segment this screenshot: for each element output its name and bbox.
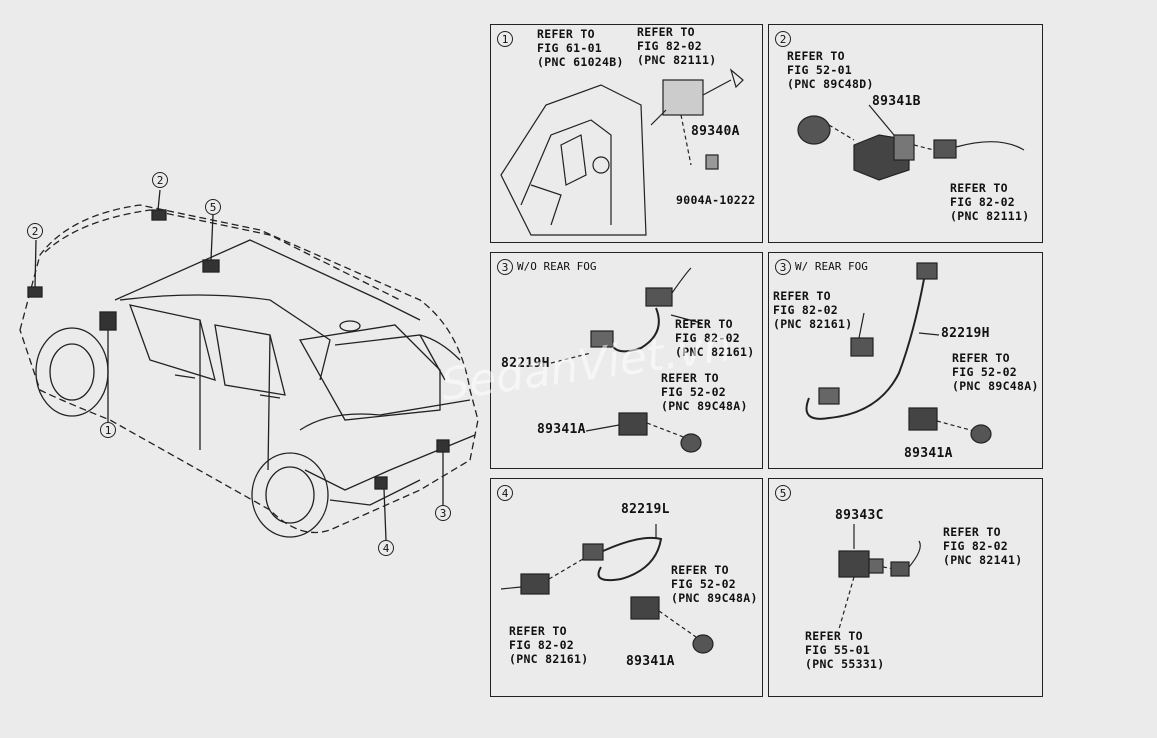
part-number-a: 82219H	[501, 356, 550, 371]
panel-4: 4 82219L REFER TO FIG 52-02 (PNC 89C48A)…	[490, 478, 763, 697]
ref-label-b: REFER TO FIG 52-02 (PNC 89C48A)	[952, 351, 1039, 393]
panel-2: 2 REFER TO FIG 52-01 (PNC 89C48D) 89341B…	[768, 24, 1043, 243]
panel-number: 5	[775, 485, 791, 501]
panel-heading: W/O REAR FOG	[517, 260, 597, 273]
panel-1-drawing	[500, 68, 744, 236]
ref-label-b: REFER TO FIG 55-01 (PNC 55331)	[805, 629, 885, 671]
callout-2-left: 2	[27, 223, 43, 239]
ref-label-a: REFER TO FIG 82-02 (PNC 82161)	[675, 317, 755, 359]
ref-label-a: REFER TO FIG 82-02 (PNC 82141)	[943, 525, 1023, 567]
panel-5-drawing	[838, 524, 921, 630]
part-number-a: 89341B	[872, 94, 921, 109]
ref-label-b: REFER TO FIG 82-02 (PNC 82111)	[637, 25, 717, 67]
ref-label-a: REFER TO FIG 52-01 (PNC 89C48D)	[787, 49, 874, 91]
callout-2-top: 2	[152, 172, 168, 188]
callout-3: 3	[435, 505, 451, 521]
ref-label-b: REFER TO FIG 82-02 (PNC 82161)	[509, 624, 589, 666]
ref-label-a: REFER TO FIG 61-01 (PNC 61024B)	[537, 27, 624, 69]
panel-number: 3	[775, 259, 791, 275]
part-number-a: 89340A	[691, 124, 740, 139]
callout-1: 1	[100, 422, 116, 438]
part-number-a: 82219L	[621, 502, 670, 517]
part-number-b: 9004A-10222	[676, 193, 756, 207]
callout-5: 5	[205, 199, 221, 215]
ref-label-a: REFER TO FIG 82-02 (PNC 82161)	[773, 289, 853, 331]
callout-4: 4	[378, 540, 394, 556]
panel-number: 3	[497, 259, 513, 275]
ref-label-a: REFER TO FIG 52-02 (PNC 89C48A)	[671, 563, 758, 605]
panel-heading: W/ REAR FOG	[795, 260, 868, 273]
panel-3b-drawing	[805, 262, 992, 444]
panel-number: 1	[497, 31, 513, 47]
part-number-b: 89341A	[626, 654, 675, 669]
panel-number: 2	[775, 31, 791, 47]
ref-label-b: REFER TO FIG 82-02 (PNC 82111)	[950, 181, 1030, 223]
part-number-a: 89343C	[835, 508, 884, 523]
panel-5: 5 89343C REFER TO FIG 82-02 (PNC 82141) …	[768, 478, 1043, 697]
panel-3-without-rear-fog: 3 W/O REAR FOG REFER TO FIG 82-02 (PNC 8…	[490, 252, 763, 469]
panel-1: 1 REFER TO FIG 61-01 (PNC 61024B) REFER …	[490, 24, 763, 243]
panel-number: 4	[497, 485, 513, 501]
ref-label-b: REFER TO FIG 52-02 (PNC 89C48A)	[661, 371, 748, 413]
part-number-b: 89341A	[904, 446, 953, 461]
panel-2-drawing	[797, 104, 1025, 181]
panel-4-drawing	[500, 524, 714, 654]
panel-3-with-rear-fog: 3 W/ REAR FOG REFER TO FIG 82-02 (PNC 82…	[768, 252, 1043, 469]
panel-3a-drawing	[550, 267, 702, 453]
part-number-b: 89341A	[537, 422, 586, 437]
part-number-a: 82219H	[941, 326, 990, 341]
